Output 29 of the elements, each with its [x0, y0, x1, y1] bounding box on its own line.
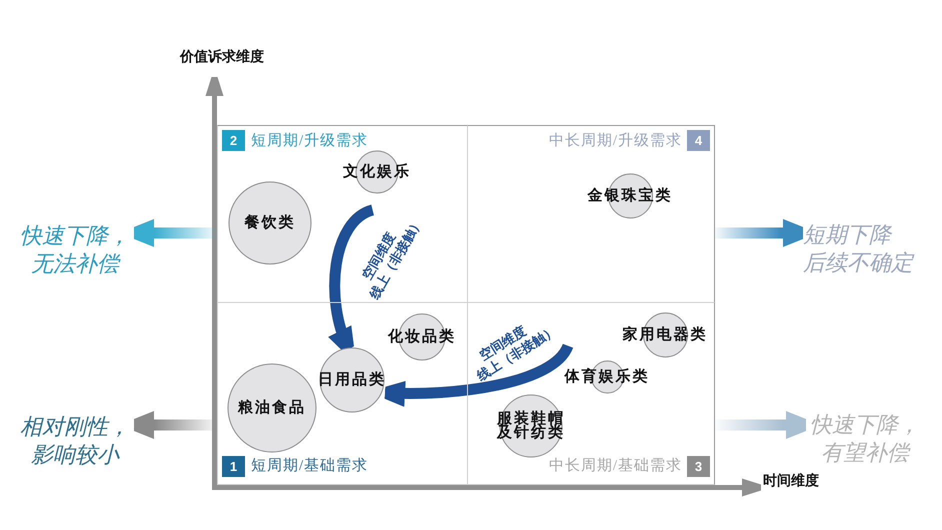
axis-label: 价值诉求维度 — [180, 49, 264, 67]
number-badge: 4 — [687, 130, 710, 151]
outcome-note: 快速下降，有望补偿 — [809, 411, 921, 467]
quadrant-heading: 短周期/基础需求 — [251, 457, 368, 476]
outcome-note: 相对刚性，影响较小 — [19, 413, 131, 469]
category-label: 服装鞋帽及针纺类 — [496, 412, 566, 440]
category-label: 家用电器类 — [622, 328, 708, 342]
quadrant-panel — [467, 125, 715, 303]
quadrant-panel — [217, 302, 468, 485]
number-badge: 2 — [222, 130, 245, 151]
quadrant-panel — [467, 302, 715, 485]
number-badge: 3 — [687, 456, 710, 477]
quadrant-panel — [217, 125, 468, 303]
category-label: 金银珠宝类 — [588, 189, 672, 203]
category-label: 体育娱乐类 — [564, 370, 650, 384]
category-label: 餐饮类 — [244, 216, 296, 230]
quadrant-heading: 中长周期/基础需求 — [548, 457, 682, 476]
outcome-note: 快速下降，无法补偿 — [19, 222, 131, 278]
category-label: 日用品类 — [318, 373, 386, 387]
outcome-note: 短期下降后续不确定 — [803, 221, 916, 277]
category-label: 化妆品类 — [388, 330, 456, 344]
quadrant-heading: 短周期/升级需求 — [251, 132, 368, 151]
category-label: 粮油食品 — [238, 401, 306, 415]
edge-label: 空间维度线上（非接触） — [472, 322, 560, 384]
axis-label: 时间维度 — [763, 473, 819, 491]
number-badge: 1 — [222, 456, 245, 477]
category-label: 文化娱乐 — [343, 165, 411, 179]
edge-label: 空间维度线上（非接触） — [358, 214, 426, 302]
quadrant-heading: 中长周期/升级需求 — [548, 132, 682, 151]
